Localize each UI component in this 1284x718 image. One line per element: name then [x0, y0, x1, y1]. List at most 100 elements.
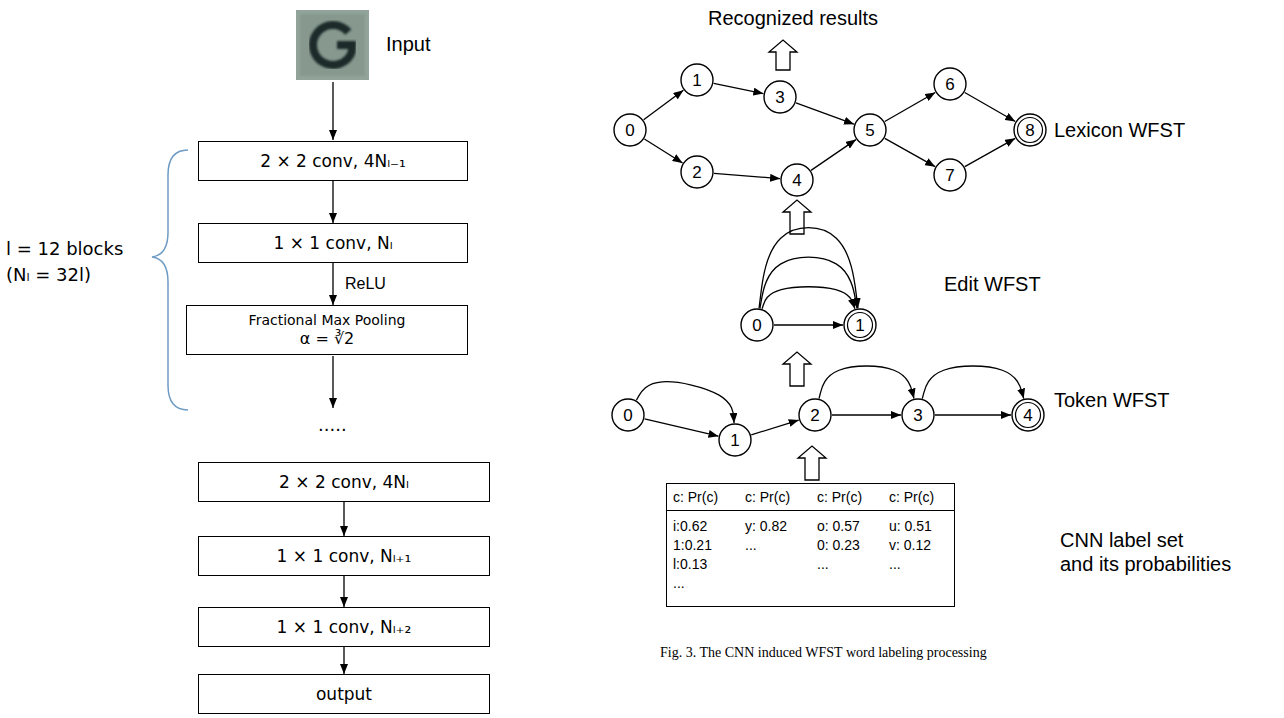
state-ring: [614, 114, 646, 146]
state-number: 1: [730, 432, 739, 449]
connector: [714, 83, 764, 93]
state-ring: [799, 399, 831, 431]
state-circle: 3: [901, 398, 935, 432]
state-ring: [844, 309, 876, 341]
table-cell: l:0.13: [673, 556, 707, 573]
box-text: 1 × 1 conv, Nₗ: [273, 233, 392, 253]
table-cell: ...: [817, 556, 829, 573]
state-ring: [681, 64, 713, 96]
connector: [760, 257, 857, 308]
state-ring: [1012, 399, 1044, 431]
connector: [759, 228, 858, 308]
state-ring: [764, 81, 796, 113]
process-box: 1 × 1 conv, Nₗ₊₁: [198, 536, 490, 576]
state-number: 2: [692, 164, 701, 181]
table-cell: i:0.62: [673, 518, 707, 535]
process-box: 1 × 1 conv, Nₗ₊₂: [198, 607, 490, 647]
state-circle: 0: [613, 113, 647, 147]
connector: [774, 324, 843, 325]
state-circle: 3: [763, 80, 797, 114]
state-number: 1: [692, 72, 701, 89]
box-text: 1 × 1 conv, Nₗ₊₂: [277, 617, 412, 637]
connector: [965, 138, 1015, 166]
glyph-shape: [313, 25, 352, 65]
connector: [343, 576, 344, 607]
process-box: output: [198, 674, 490, 714]
connector: [885, 92, 936, 121]
connector: [819, 366, 914, 398]
state-circle: 7: [933, 158, 967, 192]
label: l = 12 blocks: [6, 238, 123, 260]
table-cell: ...: [673, 575, 685, 592]
state-ring: [719, 424, 751, 456]
label: Lexicon WFST: [1054, 118, 1185, 142]
state-number: 0: [623, 407, 632, 424]
connector: [922, 366, 1023, 399]
image-shade: [300, 14, 365, 76]
state-ring: [781, 164, 813, 196]
table-cell: 0: 0.23: [817, 537, 860, 554]
input-image: [296, 10, 369, 80]
state-number: 0: [625, 122, 634, 139]
table-cell: c: Pr(c): [673, 489, 718, 506]
state-number: 3: [775, 89, 784, 106]
process-box: 1 × 1 conv, Nₗ: [198, 223, 468, 263]
final-ring: [848, 313, 873, 338]
label: (Nₗ = 32l): [6, 264, 91, 286]
edge-label: ReLU: [345, 274, 386, 293]
label: Input: [386, 32, 430, 56]
state-number: 2: [810, 407, 819, 424]
table-cell: y: 0.82: [745, 518, 787, 535]
state-ring: [681, 156, 713, 188]
connector: [636, 382, 734, 423]
state-ring: [1014, 114, 1046, 146]
state-number: 0: [752, 317, 761, 334]
flow-arrow: [332, 82, 333, 140]
state-circle: 2: [798, 398, 832, 432]
box-text: Fractional Max Pooling: [249, 312, 406, 329]
label: Token WFST: [1054, 388, 1170, 412]
connector: [343, 647, 344, 674]
table-cell: 1:0.21: [673, 537, 712, 554]
connector: [644, 90, 684, 120]
curly-brace: [152, 150, 188, 410]
state-ring: [902, 399, 934, 431]
process-box: 2 × 2 conv, 4Nₗ₋₁: [198, 141, 468, 181]
connector: [751, 420, 799, 435]
connector: [965, 92, 1016, 121]
label: Recognized results: [708, 6, 878, 30]
state-number: 6: [945, 76, 954, 93]
table-cell: u: 0.51: [889, 518, 932, 535]
state-circle: 4: [780, 163, 814, 197]
connector: [796, 103, 854, 124]
state-circle: 0: [740, 308, 774, 342]
connector: [811, 140, 856, 171]
connector: [714, 173, 780, 178]
final-ring: [1018, 118, 1043, 143]
box-text: output: [316, 684, 372, 704]
flow-arrow: [332, 356, 333, 408]
state-ring: [854, 114, 886, 146]
label: Edit WFST: [944, 272, 1041, 296]
box-text: α = ∛2: [300, 329, 355, 348]
probability-table: c: Pr(c)c: Pr(c)c: Pr(c)c: Pr(c)i:0.621:…: [666, 483, 955, 607]
state-number: 7: [945, 167, 954, 184]
final-state-circle: 8: [1013, 113, 1047, 147]
connector: [332, 263, 333, 305]
state-number: 3: [913, 407, 922, 424]
state-circle: 6: [933, 67, 967, 101]
connector: [832, 414, 901, 415]
state-circle: 1: [680, 63, 714, 97]
state-number: 4: [792, 172, 801, 189]
table-cell: c: Pr(c): [745, 489, 790, 506]
final-state-circle: 1: [843, 308, 877, 342]
connector: [332, 181, 333, 223]
final-state-circle: 4: [1011, 398, 1045, 432]
state-circle: 0: [611, 398, 645, 432]
final-ring: [1016, 403, 1041, 428]
box-text: 2 × 2 conv, 4Nₗ: [279, 472, 409, 492]
hollow-arrow: [798, 446, 826, 480]
connector: [762, 287, 855, 309]
